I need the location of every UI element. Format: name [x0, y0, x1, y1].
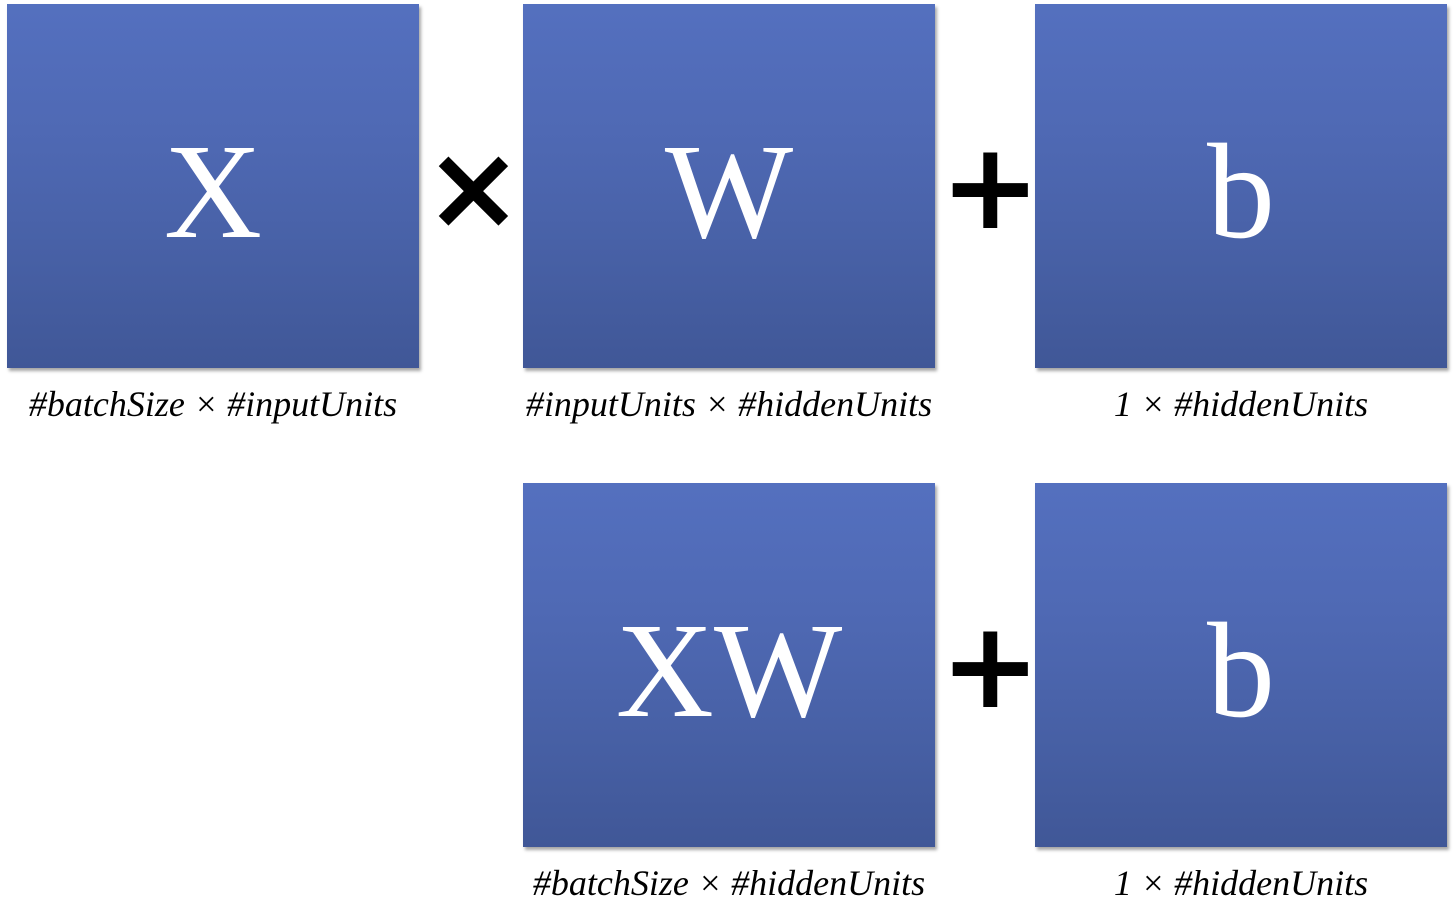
matrix-w-label: W	[664, 117, 794, 267]
bias-b-dimensions-row2: 1 × #hiddenUnits	[1113, 863, 1369, 903]
bias-b-box-row1: b	[1035, 4, 1447, 368]
matrix-xw-box: XW	[523, 483, 935, 847]
plus-operator-row1: +	[940, 118, 1041, 257]
matrix-xw-dimensions: #batchSize × #hiddenUnits	[532, 863, 926, 903]
plus-operator-row2: +	[940, 597, 1041, 736]
matrix-x-label: X	[163, 117, 263, 267]
matrix-x-box: X	[7, 4, 419, 368]
matrix-x-dimensions: #batchSize × #inputUnits	[28, 384, 398, 424]
matrix-w-dimensions: #inputUnits × #hiddenUnits	[525, 384, 933, 424]
bias-b-label-row2: b	[1207, 596, 1275, 746]
bias-b-label-row1: b	[1207, 117, 1275, 267]
bias-b-dimensions-row1: 1 × #hiddenUnits	[1113, 384, 1369, 424]
bias-b-box-row2: b	[1035, 483, 1447, 847]
matrix-w-box: W	[523, 4, 935, 368]
multiply-operator: ×	[424, 118, 523, 256]
matrix-xw-label: XW	[615, 596, 843, 746]
